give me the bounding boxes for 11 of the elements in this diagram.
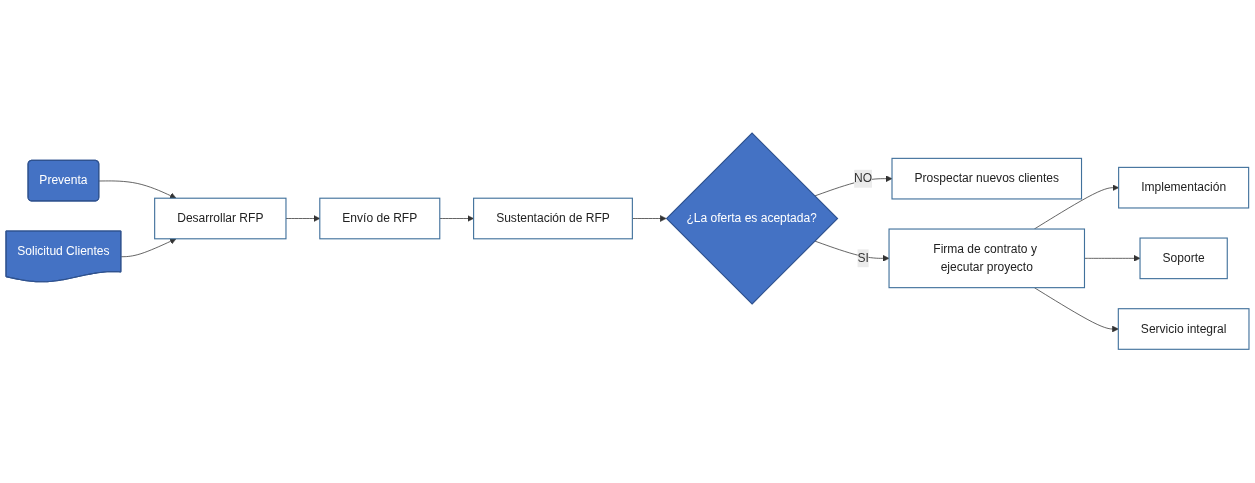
node-box: Envío de RFP — [319, 198, 441, 240]
node-box: Firma de contrato y ejecutar proyecto — [888, 228, 1086, 289]
edge-label: SI — [857, 251, 869, 265]
edge-label: NO — [854, 172, 873, 186]
node-box: Sustentación de RFP — [473, 198, 633, 240]
node-diamond: ¿La oferta es aceptada? — [665, 132, 839, 306]
node-box: Prospectar nuevos clientes — [891, 158, 1083, 200]
node-box: Desarrollar RFP — [154, 198, 287, 240]
node-box: Soporte — [1139, 237, 1228, 280]
node-box: Implementación — [1118, 167, 1250, 209]
node-box: Servicio integral — [1117, 308, 1250, 351]
